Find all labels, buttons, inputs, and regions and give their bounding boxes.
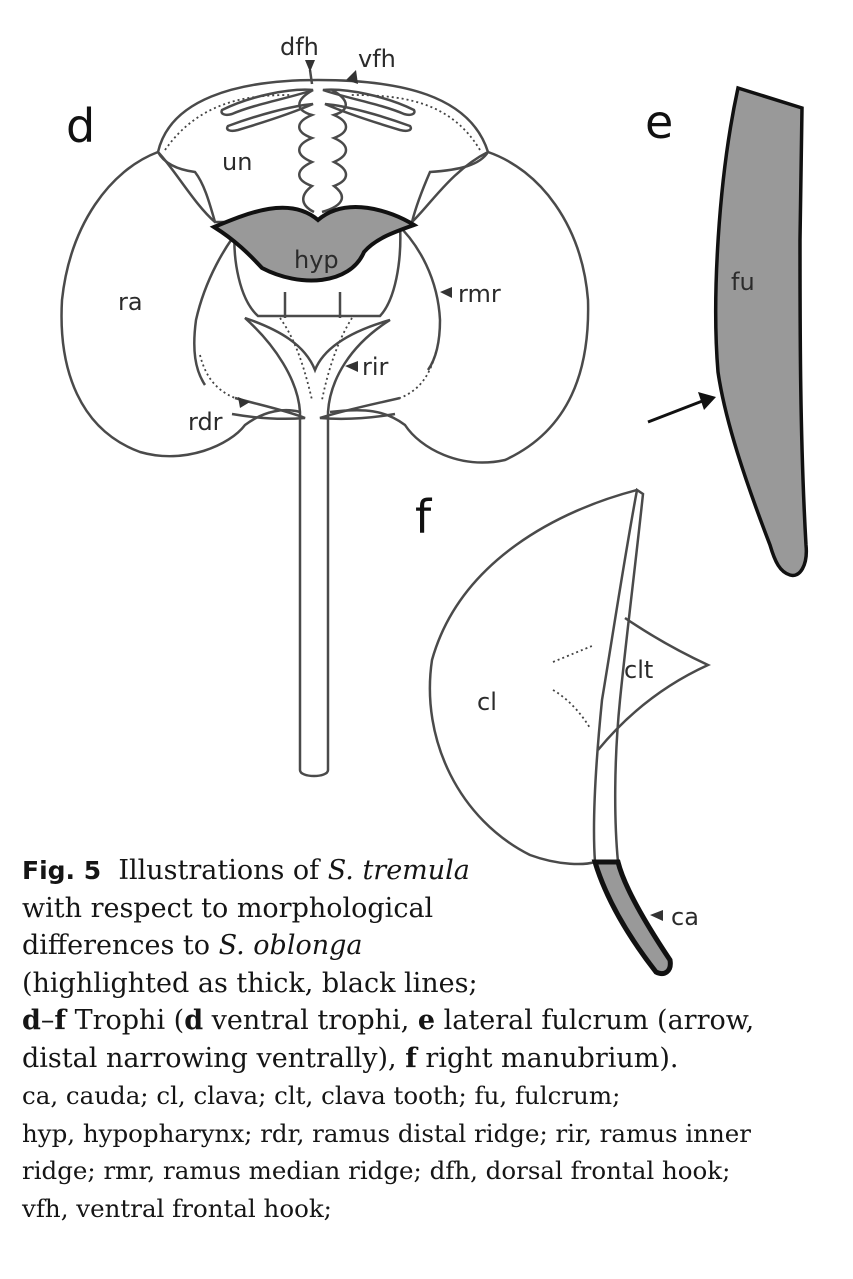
label-rdr: rdr (188, 408, 223, 436)
distal-ridge-left (231, 396, 306, 421)
caption-line-2: with respect to morphological (22, 892, 434, 924)
label-rir: rir (362, 353, 389, 381)
panel-letter-f: f (415, 490, 433, 544)
label-vfh: vfh (358, 45, 396, 73)
fig-label: Fig. 5 (22, 856, 102, 885)
clava (428, 488, 638, 866)
left-ramus (60, 150, 301, 458)
label-un: un (222, 148, 252, 176)
distal-ridge-right (319, 396, 401, 421)
uncus-teeth-left (298, 88, 316, 214)
panel-f-right-manubrium: f cl clt ca (415, 487, 711, 976)
frontal-hook-left-2 (225, 102, 314, 133)
panel-letter-e: e (645, 95, 673, 149)
ca-arrow-icon (650, 910, 663, 921)
label-ra: ra (118, 288, 143, 316)
cauda (591, 859, 673, 976)
caption-line-1: Fig. 5 Illustrations of S. tremula (22, 855, 470, 886)
species-name: S. oblonga (218, 930, 363, 961)
panel-letter-d: d (66, 99, 95, 153)
clava-tooth (597, 616, 711, 751)
frontal-hook-right (322, 88, 416, 117)
ramus-inner-right (394, 221, 442, 371)
vfh-arrow-icon (346, 70, 358, 84)
uncus-teeth-right (321, 88, 348, 214)
label-fu: fu (731, 268, 755, 296)
arrow-icon (698, 392, 716, 410)
label-ca: ca (671, 903, 699, 931)
caption-line-5: d–f Trophi (d ventral trophi, e lateral … (22, 1005, 755, 1036)
panel-d-ventral-trophi: d dfh vfh un hyp ra rmr rir rdr (60, 33, 590, 778)
label-cl: cl (477, 688, 497, 716)
caption-line-6: distal narrowing ventrally), f right man… (22, 1042, 679, 1074)
caption-line-4: (highlighted as thick, black lines; (22, 967, 478, 999)
hypopharynx (209, 205, 419, 283)
caption-line-9: ridge; rmr, ramus median ridge; dfh, dor… (22, 1156, 731, 1185)
label-clt: clt (624, 656, 653, 684)
label-rmr: rmr (458, 280, 501, 308)
label-hyp: hyp (294, 246, 339, 274)
caption-line-8: hyp, hypopharynx; rdr, ramus distal ridg… (22, 1118, 751, 1148)
frontal-hook-right-2 (324, 102, 413, 133)
rmr-arrow-icon (440, 287, 452, 298)
label-dfh: dfh (280, 33, 319, 61)
caption-line-7: ca, cauda; cl, clava; clt, clava tooth; … (22, 1081, 621, 1110)
dfh-arrow-icon (305, 60, 315, 72)
ramus-inner-left (193, 221, 246, 386)
panel-e-lateral-fulcrum: e fu (645, 85, 809, 578)
caption-line-10: vfh, ventral frontal hook; (22, 1193, 332, 1223)
caption-line-3: differences to S. oblonga (22, 930, 363, 961)
uncus-plate (156, 78, 490, 224)
fulcrum-shaft (244, 316, 391, 778)
frontal-hook-left (220, 88, 314, 117)
rir-arrow-icon (345, 361, 358, 372)
figure-caption: Fig. 5 Illustrations of S. tremula with … (22, 852, 837, 1227)
rdr-arrow-icon (238, 397, 250, 408)
fulcrum (714, 85, 809, 578)
species-name: S. tremula (327, 855, 470, 886)
